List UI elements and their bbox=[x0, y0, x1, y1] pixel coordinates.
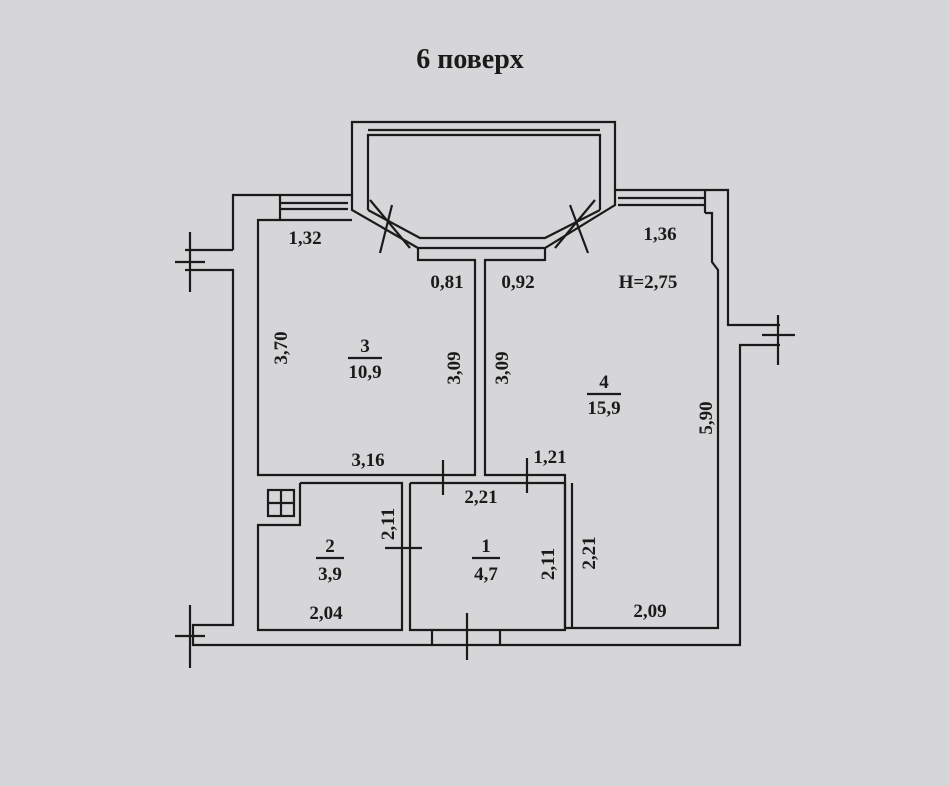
dim-room3-height: 3,70 bbox=[271, 331, 292, 364]
dim-room4-bottom: 2,09 bbox=[633, 601, 666, 622]
room-3-number: 3 bbox=[360, 336, 370, 357]
room-2-number: 2 bbox=[325, 536, 335, 557]
dim-window-right: 1,36 bbox=[643, 224, 676, 245]
dim-bay-left: 0,81 bbox=[430, 272, 463, 293]
windows bbox=[278, 190, 707, 220]
dim-room3-bottom: 3,16 bbox=[351, 450, 384, 471]
dim-room4-left: 3,09 bbox=[492, 351, 513, 384]
floor-title: 6 поверх bbox=[416, 44, 524, 75]
dim-room2-bottom: 2,04 bbox=[309, 603, 343, 624]
ventilation-grid-icon bbox=[266, 488, 296, 518]
dim-window-left: 1,32 bbox=[288, 228, 321, 249]
bay-window bbox=[350, 128, 617, 254]
dimension-labels: 1,32 1,36 0,81 0,92 3,70 3,09 3,09 3,16 … bbox=[271, 224, 717, 624]
entry-marks bbox=[175, 232, 795, 668]
room-2-area: 3,9 bbox=[318, 564, 342, 585]
dim-room4-lower-left: 2,21 bbox=[579, 536, 600, 569]
room-4-area: 15,9 bbox=[587, 398, 620, 419]
dim-room1-right: 2,11 bbox=[538, 548, 559, 580]
room-labels: 3 10,9 4 15,9 2 3,9 1 4,7 H=2,75 bbox=[316, 272, 677, 585]
room-1-area: 4,7 bbox=[474, 564, 498, 585]
dim-room1-top: 2,21 bbox=[464, 487, 497, 508]
ceiling-height: H=2,75 bbox=[619, 272, 678, 293]
dim-room3-right: 3,09 bbox=[444, 351, 465, 384]
dim-bay-right: 0,92 bbox=[501, 272, 534, 293]
room-1-number: 1 bbox=[481, 536, 491, 557]
dim-room2-right: 2,11 bbox=[378, 508, 399, 540]
dim-room4-height: 5,90 bbox=[696, 401, 717, 434]
inner-walls bbox=[256, 211, 720, 645]
dim-corridor-top: 1,21 bbox=[533, 447, 566, 468]
room-3-area: 10,9 bbox=[348, 362, 381, 383]
room-4-number: 4 bbox=[599, 372, 609, 393]
